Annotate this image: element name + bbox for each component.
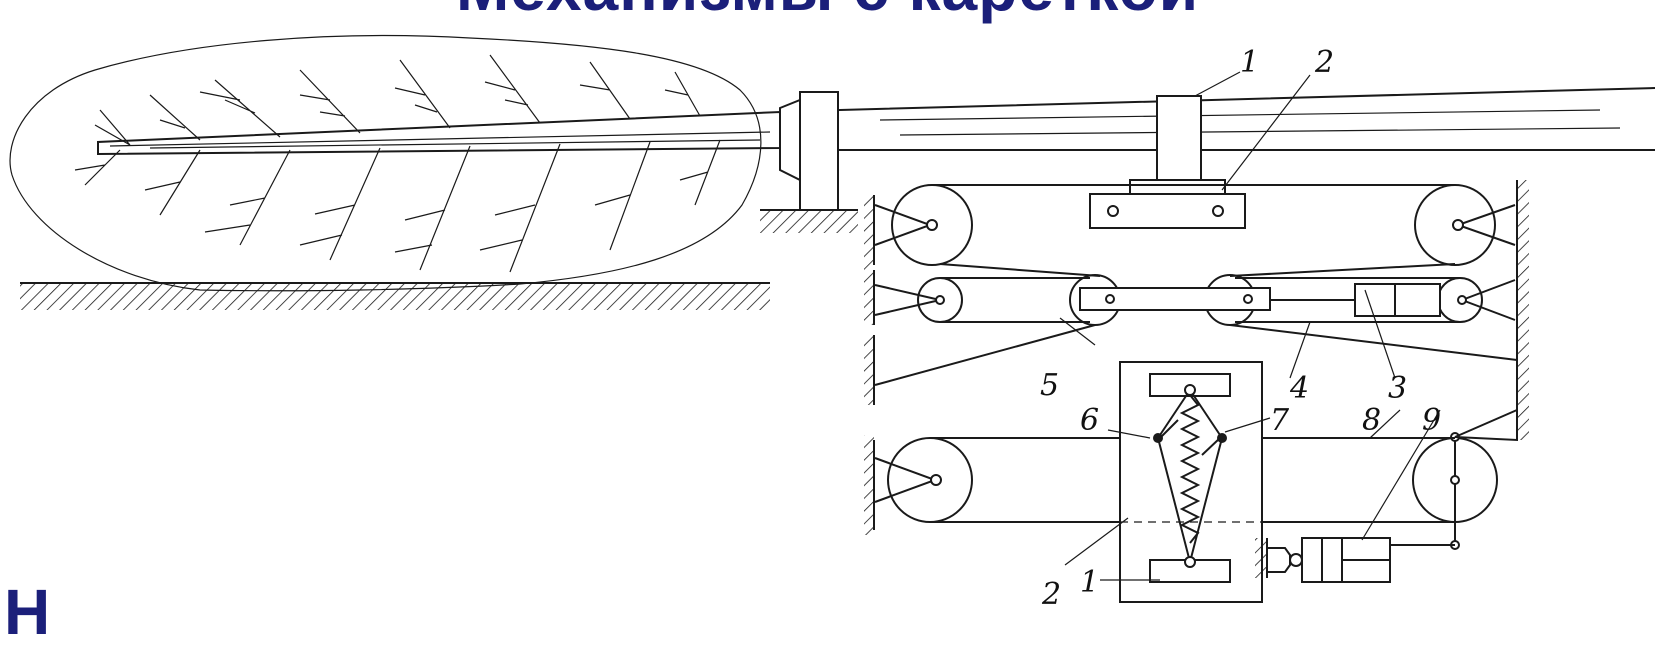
label-1-top: 1 bbox=[1240, 45, 1259, 80]
carriage-top bbox=[1089, 95, 1246, 229]
label-7: 7 bbox=[1270, 403, 1290, 438]
walls bbox=[864, 180, 1529, 535]
slide-corner-text: Н bbox=[4, 576, 51, 648]
rod-bearing bbox=[760, 91, 858, 233]
label-3: 3 bbox=[1388, 371, 1407, 406]
boom-rod bbox=[97, 87, 1655, 156]
ground-left bbox=[20, 282, 770, 310]
lower-carriage bbox=[1119, 361, 1263, 603]
label-2-bottom: 2 bbox=[1041, 577, 1061, 612]
label-9: 9 bbox=[1422, 403, 1441, 438]
middle-slider bbox=[1079, 283, 1441, 317]
label-6: 6 bbox=[1080, 403, 1099, 438]
label-2-top: 2 bbox=[1314, 45, 1334, 80]
label-5: 5 bbox=[1040, 368, 1059, 403]
label-1-bottom: 1 bbox=[1080, 565, 1099, 600]
tree-crown-drawing bbox=[9, 34, 762, 292]
leader-lines bbox=[1059, 71, 1441, 581]
mechanism-diagram: 1 2 3 4 5 6 7 8 9 2 1 bbox=[9, 34, 1655, 612]
slide-title: Механизмы с кареткой bbox=[0, 0, 1655, 20]
label-8: 8 bbox=[1362, 403, 1381, 438]
motor bbox=[1255, 537, 1391, 583]
label-4: 4 bbox=[1289, 371, 1309, 406]
